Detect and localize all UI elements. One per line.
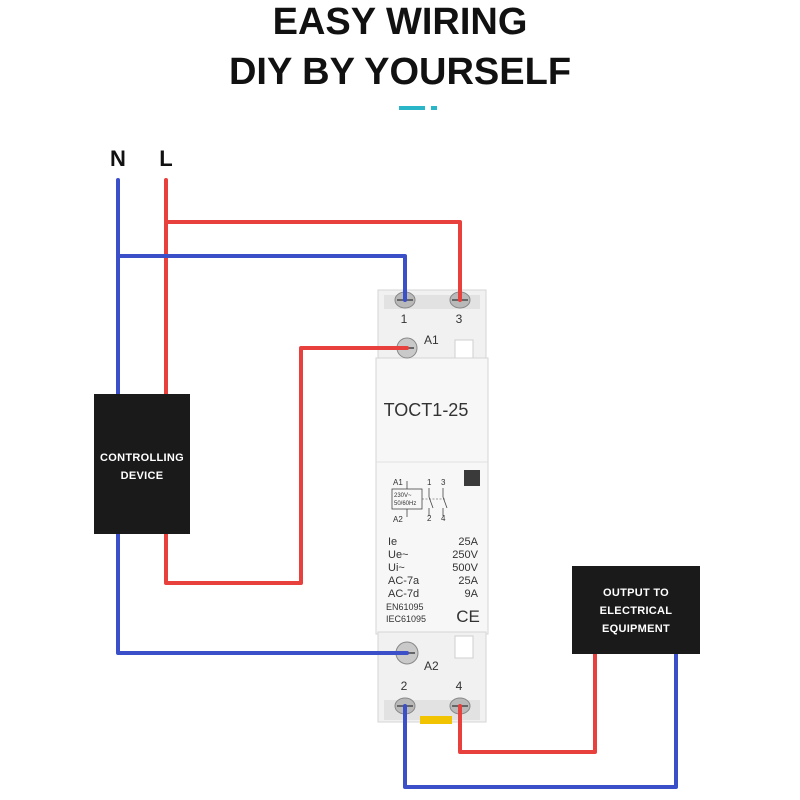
control-wire-to-a2 bbox=[116, 532, 409, 655]
ce-mark: CE bbox=[456, 607, 480, 626]
terminal-label-4: 4 bbox=[456, 679, 463, 693]
spec-value: 500V bbox=[452, 562, 478, 574]
wires bbox=[116, 178, 678, 789]
spec-value: 25A bbox=[458, 536, 478, 548]
schematic-a1: A1 bbox=[393, 478, 403, 487]
controlling-device: CONTROLLING DEVICE bbox=[94, 394, 190, 534]
terminal-label-a2: A2 bbox=[424, 659, 439, 673]
output-neutral-wire bbox=[403, 650, 678, 789]
terminal-label-1: 1 bbox=[401, 312, 408, 326]
output-box-line3: EQUIPMENT bbox=[602, 623, 670, 635]
spec-label: Ie bbox=[388, 536, 397, 548]
schematic-3: 3 bbox=[441, 478, 446, 487]
contactor-model: TOCT1-25 bbox=[384, 400, 469, 420]
spec-label: Ue~ bbox=[388, 549, 409, 561]
terminal-label-a1: A1 bbox=[424, 333, 439, 347]
controlling-device-line2: DEVICE bbox=[121, 470, 164, 482]
spec-label: AC-7d bbox=[388, 588, 419, 600]
spec-value: 250V bbox=[452, 549, 478, 561]
spec-value: 9A bbox=[465, 588, 479, 600]
terminal-label-3: 3 bbox=[456, 312, 463, 326]
schematic-4: 4 bbox=[441, 514, 446, 523]
spec-label: Ui~ bbox=[388, 562, 405, 574]
output-equipment: OUTPUT TO ELECTRICAL EQUIPMENT bbox=[572, 566, 700, 654]
schematic-1: 1 bbox=[427, 478, 432, 487]
spec-label: AC-7a bbox=[388, 575, 420, 587]
status-indicator bbox=[464, 470, 480, 486]
spec-value: 25A bbox=[458, 575, 478, 587]
headline-line1: EASY WIRING bbox=[273, 1, 528, 43]
schematic-2: 2 bbox=[427, 514, 432, 523]
spec-table: Ie 25A Ue~ 250V Ui~ 500V AC-7a 25A AC-7d… bbox=[386, 536, 480, 626]
neutral-wire-to-terminal-1 bbox=[116, 254, 407, 302]
output-box-line2: ELECTRICAL bbox=[600, 605, 673, 617]
contactor-schematic: A1 A2 1 3 2 4 230V~ 50/60Hz bbox=[391, 478, 448, 524]
standard-label: IEC61095 bbox=[386, 614, 426, 624]
live-label: L bbox=[159, 146, 172, 171]
terminal-label-2: 2 bbox=[401, 679, 408, 693]
neutral-label: N bbox=[110, 146, 126, 171]
coil-frequency: 50/60Hz bbox=[394, 501, 416, 507]
headline-accent bbox=[399, 106, 437, 110]
control-wire-to-a1 bbox=[164, 346, 409, 585]
coil-voltage: 230V~ bbox=[394, 493, 412, 499]
output-live-wire bbox=[458, 650, 597, 754]
live-wire-to-terminal-3 bbox=[164, 178, 462, 302]
schematic-a2: A2 bbox=[393, 515, 403, 524]
output-box-line1: OUTPUT TO bbox=[603, 587, 669, 599]
standard-label: EN61095 bbox=[386, 602, 424, 612]
headline-line2: DIY BY YOURSELF bbox=[229, 51, 571, 93]
controlling-device-line1: CONTROLLING bbox=[100, 452, 184, 464]
